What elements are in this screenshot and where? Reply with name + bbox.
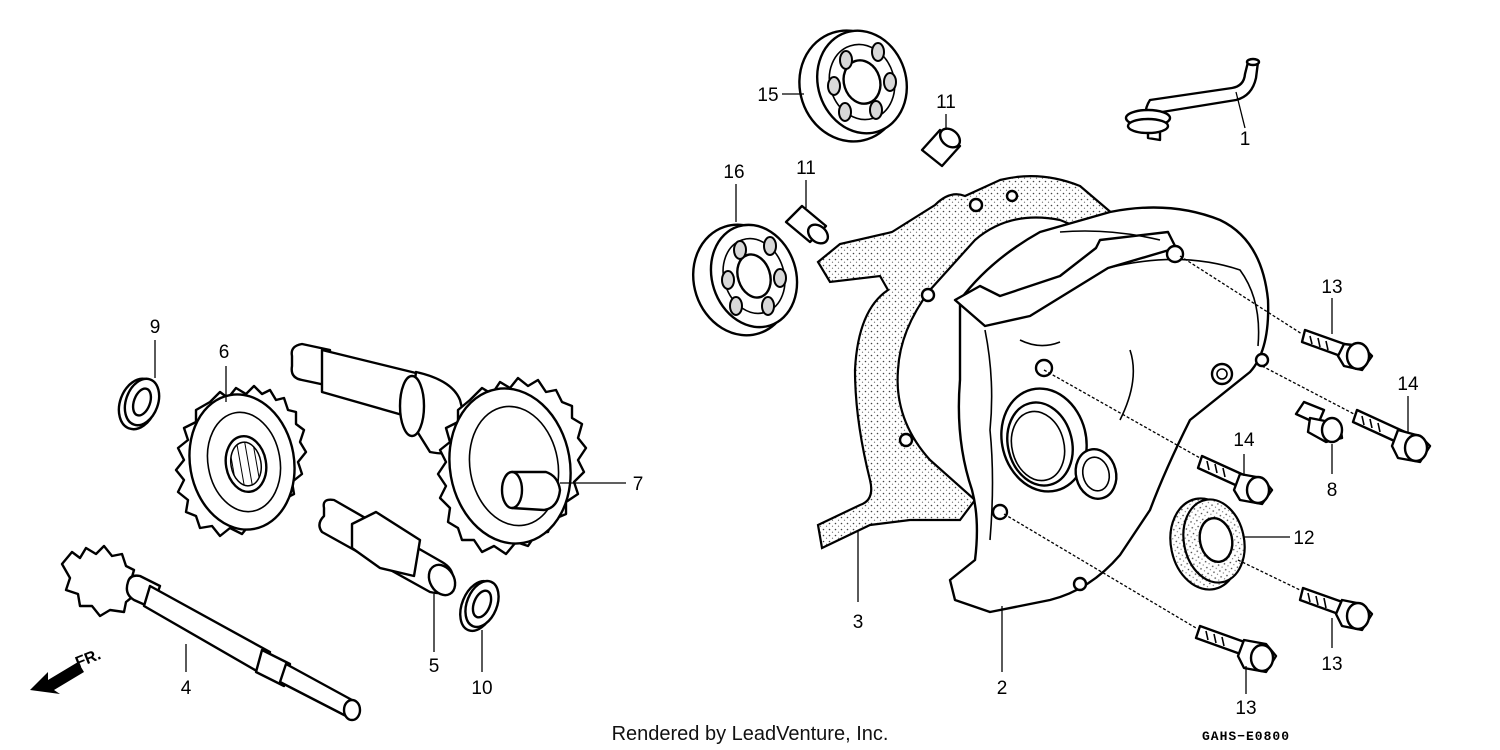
callout-8: 8 — [1327, 480, 1338, 501]
callout-15: 15 — [757, 85, 778, 106]
countershaft-7[interactable] — [290, 342, 588, 556]
front-direction-indicator: FR. — [30, 646, 103, 694]
gasket[interactable] — [816, 175, 1122, 550]
callout-10: 10 — [471, 678, 492, 699]
front-direction-label: FR. — [73, 646, 103, 671]
diagram-code: GAHS−E0800 — [1202, 729, 1290, 744]
front-arrow-icon — [30, 662, 84, 694]
callout-9: 9 — [150, 317, 161, 338]
bearing-large[interactable] — [785, 17, 920, 154]
callout-12: 12 — [1293, 528, 1314, 549]
bearing-small[interactable] — [679, 212, 810, 348]
callout-11-upper: 11 — [936, 92, 956, 113]
callout-labels: 1 2 3 4 5 6 7 8 9 10 11 11 12 13 13 13 1… — [150, 85, 1419, 719]
washer-9[interactable] — [112, 373, 165, 434]
bolt-14-left[interactable] — [1196, 454, 1274, 506]
callout-2: 2 — [997, 678, 1008, 699]
callout-14-left: 14 — [1233, 430, 1255, 451]
callout-3: 3 — [853, 612, 864, 633]
washer-10[interactable] — [453, 576, 504, 636]
dowel-pin-upper[interactable] — [920, 125, 964, 168]
transmission-case[interactable] — [948, 206, 1270, 614]
callout-13-lower: 13 — [1235, 698, 1256, 719]
callout-6: 6 — [219, 342, 230, 363]
callout-13-middle: 13 — [1321, 654, 1342, 675]
bolt-14-right[interactable] — [1351, 408, 1432, 464]
dowel-pin-lower[interactable] — [784, 204, 832, 247]
flange-bolt-8[interactable] — [1294, 400, 1344, 444]
callout-13-upper: 13 — [1321, 277, 1342, 298]
callout-7: 7 — [633, 474, 644, 495]
callout-14-right: 14 — [1397, 374, 1419, 395]
gear-6[interactable] — [174, 384, 308, 538]
callout-5: 5 — [429, 656, 440, 677]
callout-16: 16 — [723, 162, 744, 183]
bolt-13-lower[interactable] — [1194, 624, 1278, 674]
callout-11-lower: 11 — [796, 158, 816, 179]
callout-4: 4 — [181, 678, 192, 699]
leader-lines — [154, 91, 1409, 694]
breather-tube[interactable] — [1124, 57, 1261, 142]
bolt-13-upper[interactable] — [1300, 328, 1374, 372]
drive-shaft-4[interactable] — [60, 544, 362, 722]
shaft-5[interactable] — [318, 498, 460, 600]
bolt-13-middle[interactable] — [1298, 586, 1374, 632]
render-credit: Rendered by LeadVenture, Inc. — [612, 723, 889, 745]
callout-1: 1 — [1240, 129, 1251, 150]
oil-seal[interactable] — [1162, 492, 1252, 596]
